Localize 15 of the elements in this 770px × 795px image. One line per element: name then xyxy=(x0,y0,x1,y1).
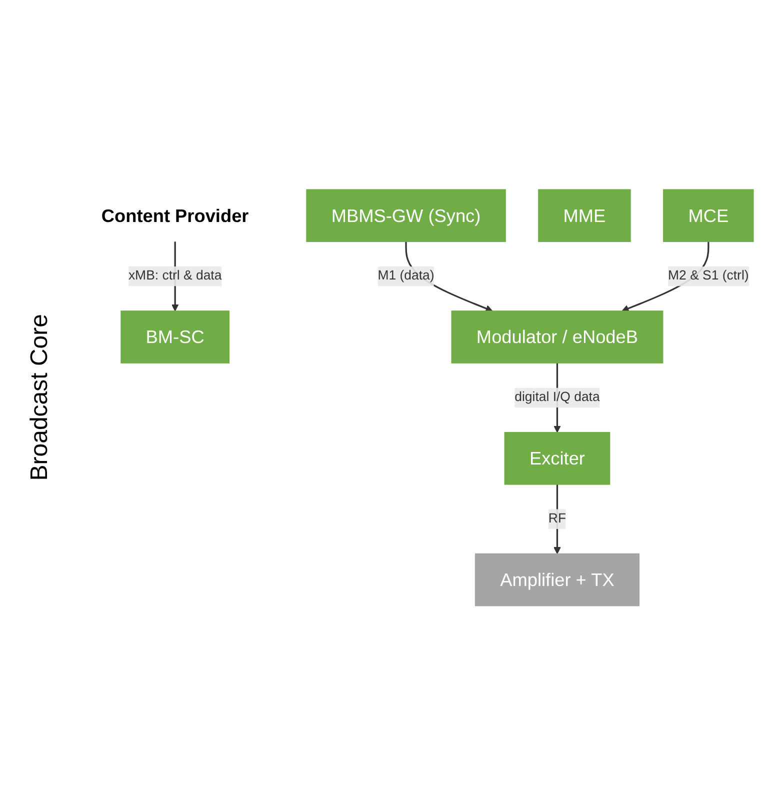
arrow xyxy=(554,484,561,554)
node-box: MCE xyxy=(663,189,754,242)
node-box: Exciter xyxy=(504,432,610,485)
bracket-label: Broadcast Core xyxy=(26,314,54,481)
edge-label: RF xyxy=(548,511,566,526)
node-box: MME xyxy=(538,189,631,242)
node-box: Amplifier + TX xyxy=(474,553,640,606)
node-box: Modulator / eNodeB xyxy=(451,310,664,364)
node-box: BM-SC xyxy=(120,310,230,364)
node-text: Content Provider xyxy=(101,205,249,226)
edge-label: M1 (data) xyxy=(378,268,434,283)
edge-label: digital I/Q data xyxy=(514,390,600,404)
edge-label: xMB: ctrl & data xyxy=(128,268,222,283)
node-box: MBMS-GW (Sync) xyxy=(306,189,506,242)
edge-label: M2 & S1 (ctrl) xyxy=(668,268,749,283)
